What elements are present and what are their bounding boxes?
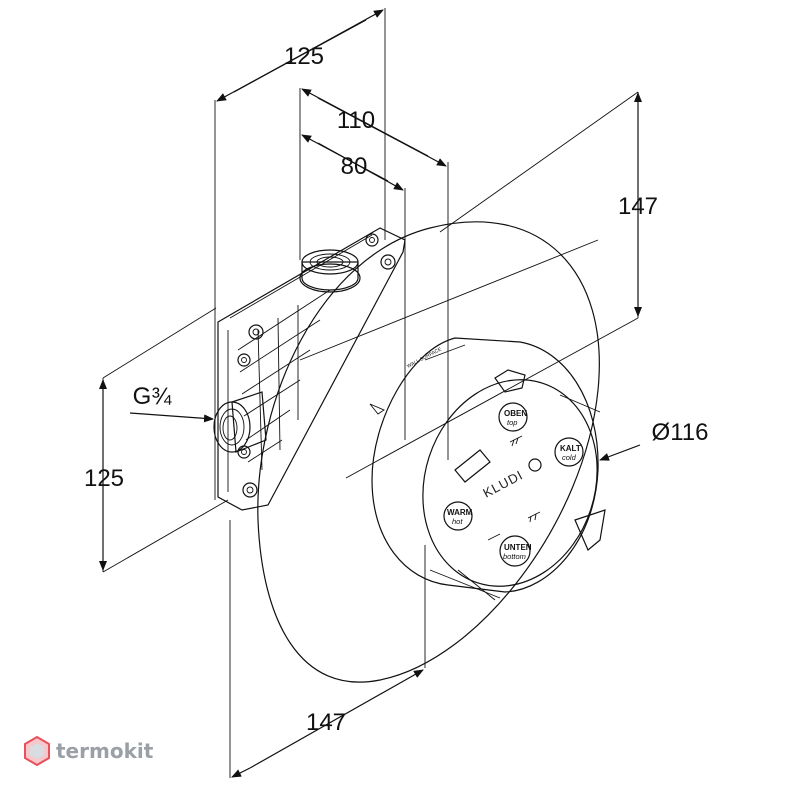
dim-top-125: 125: [284, 43, 324, 70]
svg-text:UNTEN: UNTEN: [504, 543, 532, 552]
svg-text:top: top: [507, 418, 517, 427]
dim-top-80: 80: [341, 153, 368, 180]
hexagon-logo-icon: [24, 736, 50, 766]
wall-surface-label: WALL SURFACE: [406, 346, 443, 370]
dimension-lines: [99, 9, 642, 778]
svg-text:hot: hot: [452, 517, 463, 526]
dim-top-110: 110: [337, 107, 375, 134]
brand-logo: KLUDI: [480, 458, 542, 501]
dim-bottom-147: 147: [306, 709, 346, 736]
position-top: OBEN top: [498, 402, 528, 432]
svg-text:cold: cold: [562, 453, 577, 462]
svg-text:KALT: KALT: [560, 444, 581, 453]
position-cold: KALT cold: [554, 437, 584, 467]
svg-text:WARM: WARM: [447, 508, 473, 517]
mounting-disc: [257, 221, 600, 683]
hand-shower-icon: [487, 533, 501, 541]
dial-positions: OBEN top KALT cold WARM hot UNTEN bottom…: [369, 346, 584, 567]
bottom-spray-icon: [527, 511, 541, 523]
dim-right-147: 147: [618, 193, 658, 220]
svg-text:OBEN: OBEN: [504, 409, 527, 418]
dim-left-125: 125: [84, 465, 124, 492]
dim-diameter: Ø116: [652, 419, 709, 446]
position-bottom: UNTEN bottom: [499, 535, 532, 567]
dimension-labels: 125 110 80 147 125 G¾ Ø116 147: [84, 43, 708, 736]
top-connection: [299, 249, 361, 293]
watermark: termokit: [24, 736, 153, 766]
shower-icon: [509, 435, 523, 447]
watermark-text: termokit: [56, 739, 154, 763]
valve-body: [217, 227, 406, 511]
position-warm: WARM hot: [443, 501, 473, 531]
hand-pointer-icon: [369, 403, 385, 415]
svg-text:bottom: bottom: [503, 552, 526, 561]
left-connection: [213, 391, 267, 453]
dim-thread: G¾: [133, 383, 173, 410]
svg-text:KLUDI: KLUDI: [480, 467, 525, 501]
control-unit: [371, 337, 606, 601]
